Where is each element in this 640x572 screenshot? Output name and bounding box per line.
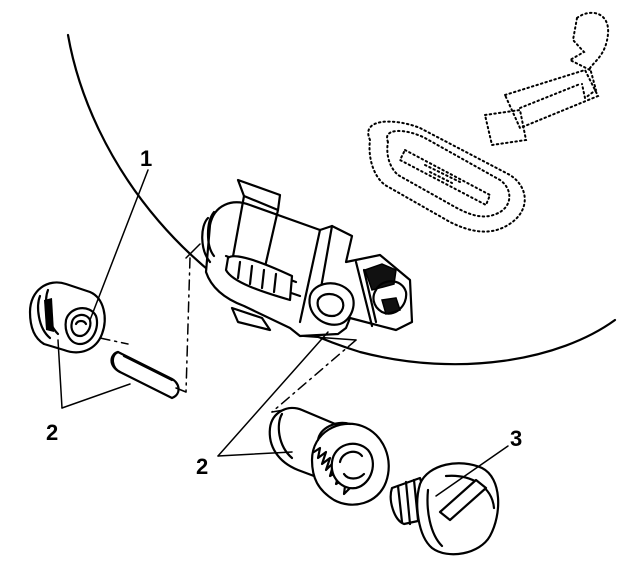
lock-cylinder-housing [201, 178, 414, 338]
detail-circle-outline [66, 33, 617, 366]
retainer-ring [28, 281, 106, 354]
callout-2-left: 2 [46, 420, 58, 445]
callout-2-right: 2 [196, 454, 208, 479]
pin [110, 350, 180, 400]
callout-1: 1 [140, 146, 152, 171]
toothed-sleeve [268, 406, 390, 506]
reference-oval-bezel [367, 120, 526, 233]
callout-3: 3 [510, 426, 522, 451]
screw [389, 462, 500, 556]
reference-handle-rod [483, 11, 610, 147]
leader-lines [57, 169, 509, 497]
installation-guide-lines [99, 243, 357, 413]
